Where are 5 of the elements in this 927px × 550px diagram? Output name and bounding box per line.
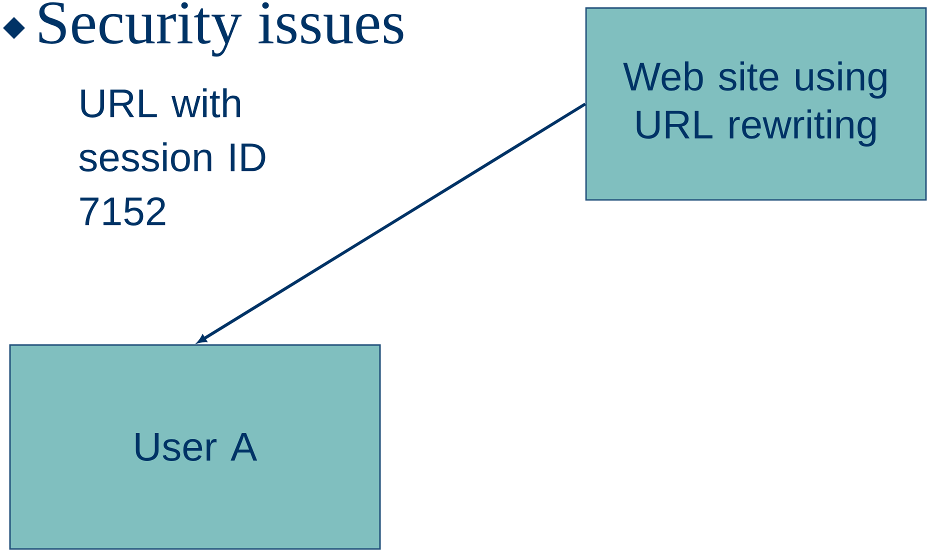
note: URL with session ID 7152 xyxy=(79,88,266,226)
title: Security issues xyxy=(39,2,404,57)
box: Web site using URL rewriting xyxy=(585,7,927,201)
box: User A xyxy=(9,344,381,550)
arrow xyxy=(198,102,586,344)
